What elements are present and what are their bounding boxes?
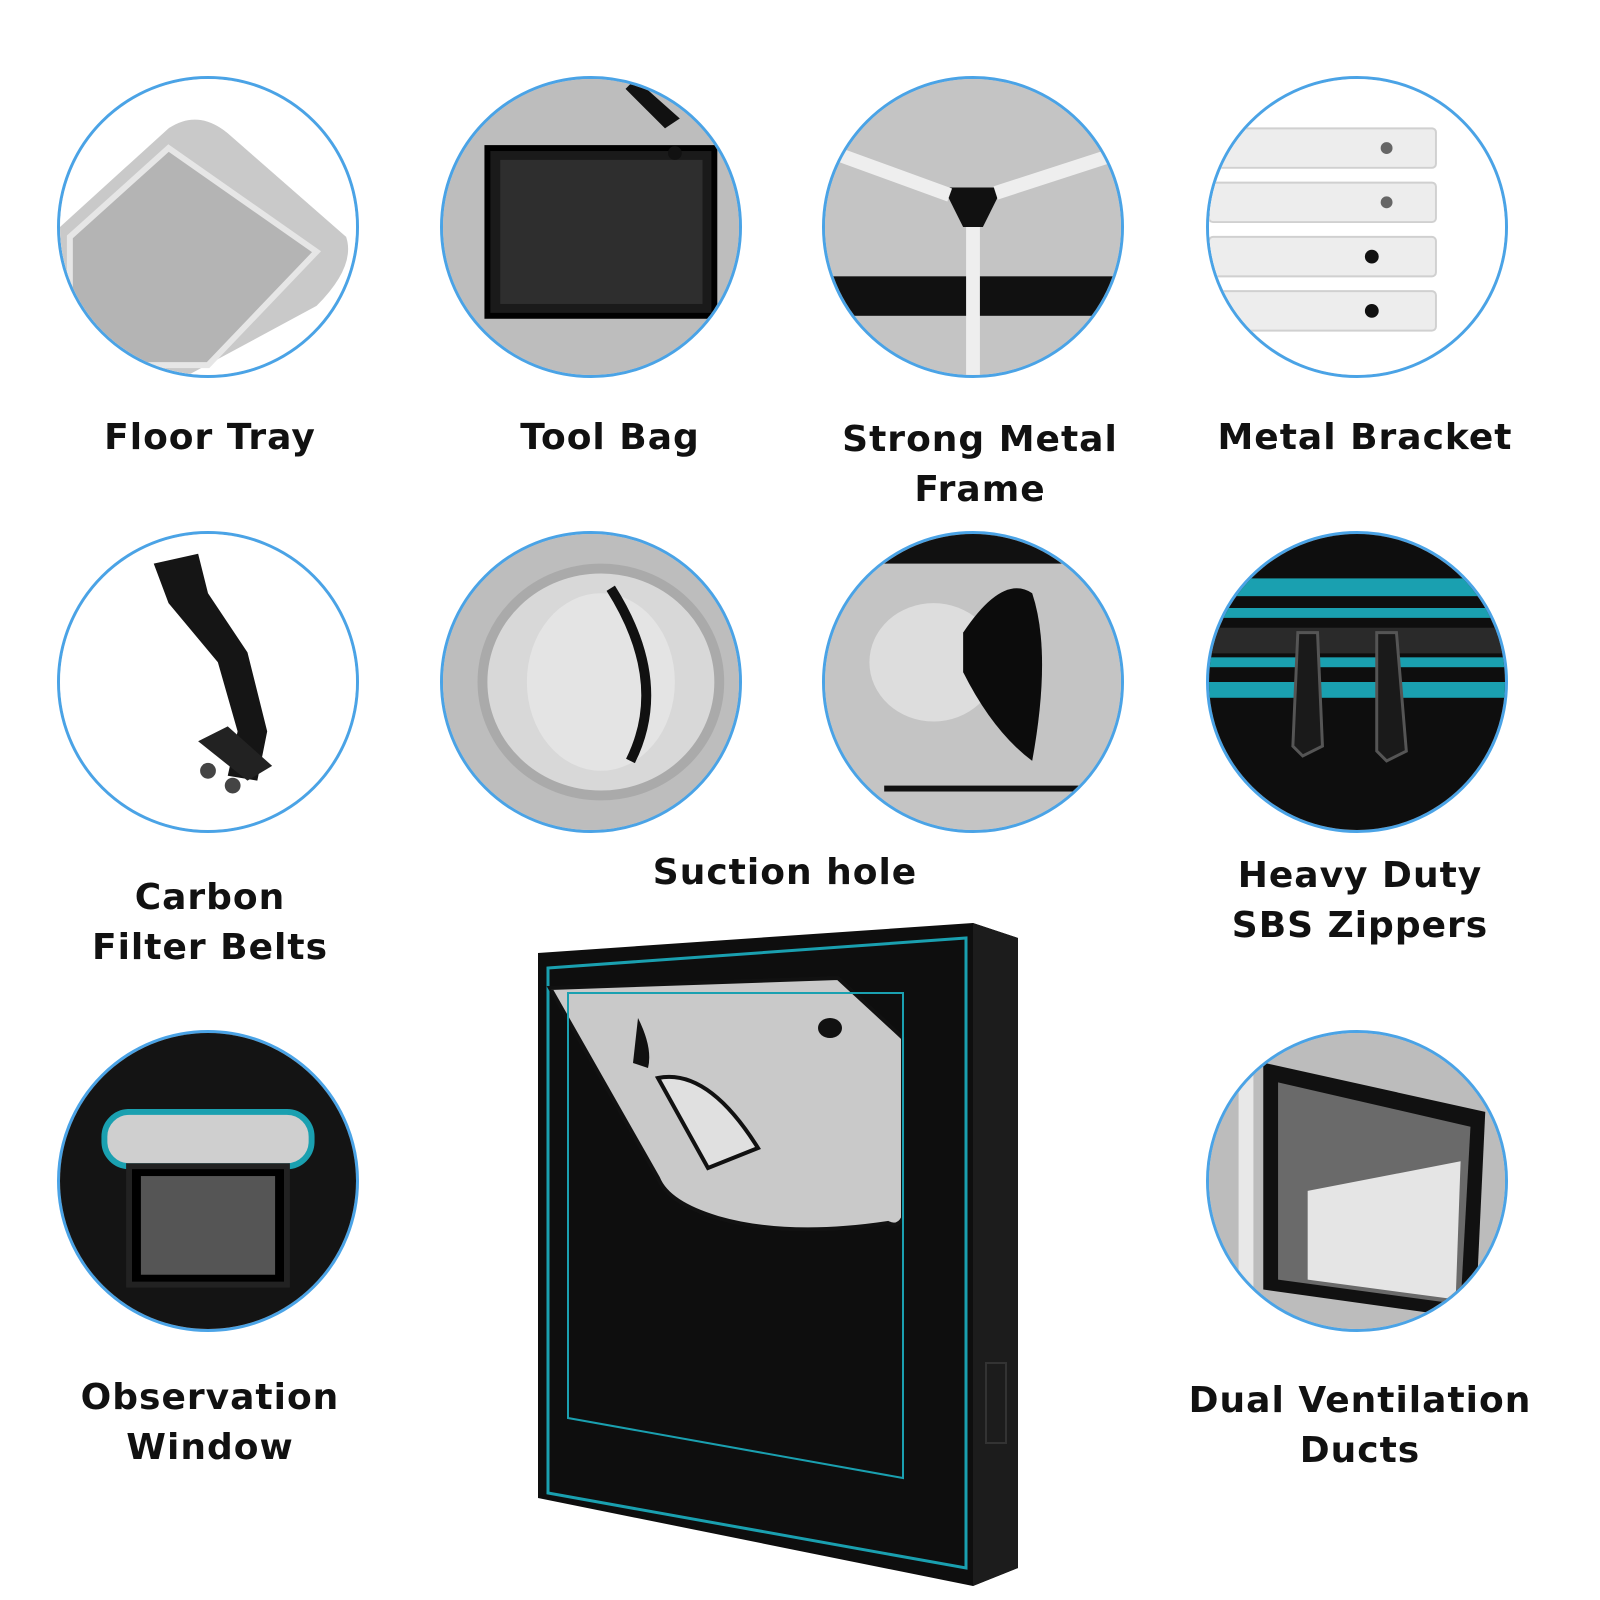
observation-window-label: Observation Window — [80, 1377, 340, 1468]
suction-hole-label: Suction hole — [652, 852, 918, 893]
carbon-filter-belts-image — [57, 531, 359, 833]
metal-bracket-label: Metal Bracket — [1217, 417, 1513, 458]
suction-hole-image-2 — [822, 531, 1124, 833]
carbon-filter-belts-label: Carbon Filter Belts — [91, 877, 328, 968]
metal-bracket-image — [1206, 76, 1508, 378]
ventilation-ducts-image — [1206, 1030, 1508, 1332]
suction-hole-image-1 — [440, 531, 742, 833]
tool-bag-label: Tool Bag — [520, 417, 700, 458]
metal-frame-image — [822, 76, 1124, 378]
floor-tray-label: Floor Tray — [104, 417, 316, 458]
grow-tent-image — [538, 918, 1028, 1586]
tool-bag-image — [440, 76, 742, 378]
metal-frame-label: Strong Metal Frame — [842, 419, 1118, 510]
floor-tray-image — [57, 76, 359, 378]
observation-window-image — [57, 1030, 359, 1332]
ventilation-ducts-label: Dual Ventilation Ducts — [1188, 1380, 1532, 1471]
zippers-label: Heavy Duty SBS Zippers — [1231, 855, 1489, 946]
zippers-image — [1206, 531, 1508, 833]
